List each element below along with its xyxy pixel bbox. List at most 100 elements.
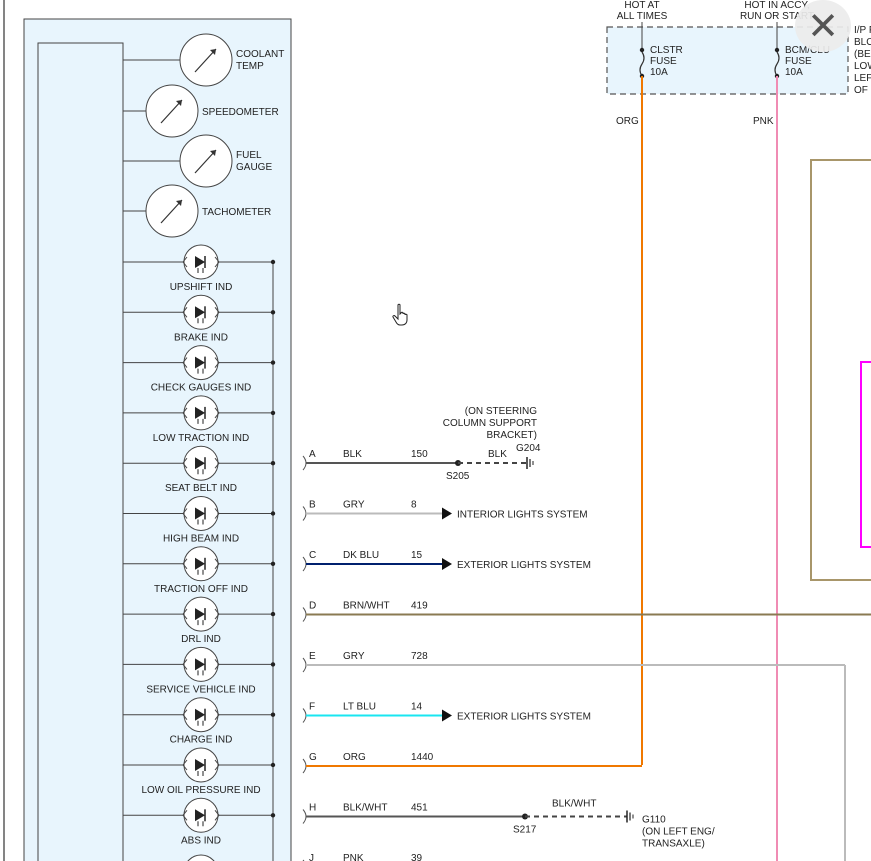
fuse-block-side-label: BLO bbox=[854, 37, 871, 48]
connector-bracket bbox=[302, 556, 307, 572]
bus-node bbox=[270, 511, 276, 516]
bus-node bbox=[270, 461, 276, 466]
led-rays bbox=[182, 659, 220, 670]
circuit-number: 1440 bbox=[411, 752, 434, 763]
indicator-label-1: BRAKE IND bbox=[174, 332, 228, 343]
wire-destination: EXTERIOR LIGHTS SYSTEM bbox=[457, 712, 591, 723]
right-component-frame bbox=[810, 159, 871, 581]
fuse-block-side-label: (BE bbox=[854, 49, 871, 60]
gauge-needle-arrow bbox=[210, 49, 216, 55]
circuit-number: 419 bbox=[411, 601, 428, 612]
splice-label: S205 bbox=[446, 471, 470, 482]
fuse-hot-label: HOT IN ACCY, bbox=[744, 0, 809, 11]
connector-pin: D bbox=[309, 601, 316, 612]
led-diode bbox=[195, 809, 205, 822]
ground-wire-label: BLK/WHT bbox=[552, 799, 596, 810]
led-diode bbox=[195, 759, 205, 771]
led-circle bbox=[187, 854, 215, 861]
bus-node bbox=[270, 259, 276, 265]
led-rays bbox=[182, 759, 220, 771]
indicator-label-6: TRACTION OFF IND bbox=[154, 584, 248, 595]
led-rays bbox=[182, 558, 220, 570]
fuse-wire-label: ORG bbox=[616, 116, 639, 127]
bus-node bbox=[270, 662, 276, 667]
indicator-label-10: LOW OIL PRESSURE IND bbox=[141, 785, 260, 796]
led-diode bbox=[195, 608, 205, 621]
indicator-label-8: SERVICE VEHICLE IND bbox=[146, 684, 255, 695]
connector-pin: G bbox=[309, 752, 317, 763]
led-rays bbox=[182, 306, 220, 318]
gauge-needle bbox=[160, 199, 183, 224]
fuse-block-side-label: LOW bbox=[854, 61, 871, 72]
led-diode bbox=[195, 306, 205, 319]
circuit-number: 15 bbox=[411, 550, 423, 561]
cluster-internal-block bbox=[37, 42, 124, 861]
circuit-number: 39 bbox=[411, 853, 423, 861]
fuse-element bbox=[774, 51, 780, 77]
magenta-component bbox=[860, 361, 871, 548]
fuse-hot-label: HOT AT bbox=[624, 0, 659, 11]
fuse-name: FUSE bbox=[785, 56, 812, 67]
wire-color-label: GRY bbox=[343, 500, 365, 511]
fuse-name: FUSE bbox=[650, 56, 677, 67]
fuse-name: BCM/CLU bbox=[785, 45, 830, 56]
gauge-label-0: COOLANT bbox=[236, 49, 284, 60]
ground-note: COLUMN SUPPORT bbox=[443, 418, 537, 429]
led-rays bbox=[182, 809, 220, 821]
indicator-label-0: UPSHIFT IND bbox=[170, 282, 233, 293]
ground-label: G110 bbox=[642, 815, 666, 826]
led-diode bbox=[195, 507, 205, 520]
wire-color-label: BLK bbox=[343, 449, 362, 460]
ground-note: TRANSAXLE) bbox=[642, 839, 705, 850]
connector-pin: C bbox=[309, 550, 316, 561]
circuit-number: 8 bbox=[411, 500, 417, 511]
fuse-name: 10A bbox=[785, 67, 803, 78]
connector-bracket bbox=[302, 607, 307, 622]
circuit-number: 150 bbox=[411, 449, 428, 460]
connector-pin: J bbox=[309, 853, 314, 861]
bus-node bbox=[270, 611, 276, 617]
fuse-block-side-label: OF I bbox=[854, 85, 871, 96]
indicator-label-9: CHARGE IND bbox=[170, 735, 233, 746]
gauge-label-1: SPEEDOMETER bbox=[202, 107, 279, 118]
fuse-node bbox=[774, 47, 780, 53]
led-rays bbox=[182, 457, 220, 469]
led-diode bbox=[195, 256, 205, 268]
fuse-name: CLSTR bbox=[650, 45, 683, 56]
close-icon: ✕ bbox=[807, 4, 839, 48]
wire-destination: INTERIOR LIGHTS SYSTEM bbox=[457, 510, 588, 521]
fuse-block bbox=[606, 26, 849, 95]
led-diode bbox=[195, 457, 205, 470]
bus-node bbox=[270, 561, 276, 566]
gauge-needle bbox=[194, 48, 217, 73]
fuse-wire-label: PNK bbox=[753, 116, 774, 127]
wire-color-label: DK BLU bbox=[343, 550, 379, 561]
gauge-label-2: GAUGE bbox=[236, 162, 272, 173]
bus-node bbox=[270, 360, 276, 365]
bus-node bbox=[270, 712, 276, 717]
led-diode bbox=[195, 406, 205, 419]
gauge-label-2: FUEL bbox=[236, 150, 262, 161]
gauge-label-0: TEMP bbox=[236, 61, 264, 72]
led-diode bbox=[195, 557, 205, 570]
led-rays bbox=[182, 608, 220, 620]
wire-color-label: LT BLU bbox=[343, 702, 376, 713]
gauge-label-3: TACHOMETER bbox=[202, 207, 271, 218]
led-diode bbox=[195, 658, 205, 671]
gauge-needle-arrow bbox=[176, 100, 182, 106]
indicator-label-11: ABS IND bbox=[181, 835, 221, 846]
connector-bracket bbox=[302, 657, 307, 673]
connector-pin: F bbox=[309, 702, 315, 713]
connector-bracket bbox=[302, 455, 307, 471]
circuit-number: 728 bbox=[411, 651, 428, 662]
led-rays bbox=[182, 407, 220, 419]
close-button[interactable]: ✕ bbox=[795, 0, 851, 52]
led-rays bbox=[182, 709, 220, 721]
wire-color-label: PNK bbox=[343, 853, 364, 861]
fuse-hot-label: ALL TIMES bbox=[617, 11, 668, 22]
wire-arrow bbox=[442, 709, 452, 722]
splice-label: S217 bbox=[513, 825, 537, 836]
gauge-needle bbox=[194, 149, 217, 174]
bus-node bbox=[270, 410, 276, 416]
gauge-needle-arrow bbox=[210, 150, 216, 156]
